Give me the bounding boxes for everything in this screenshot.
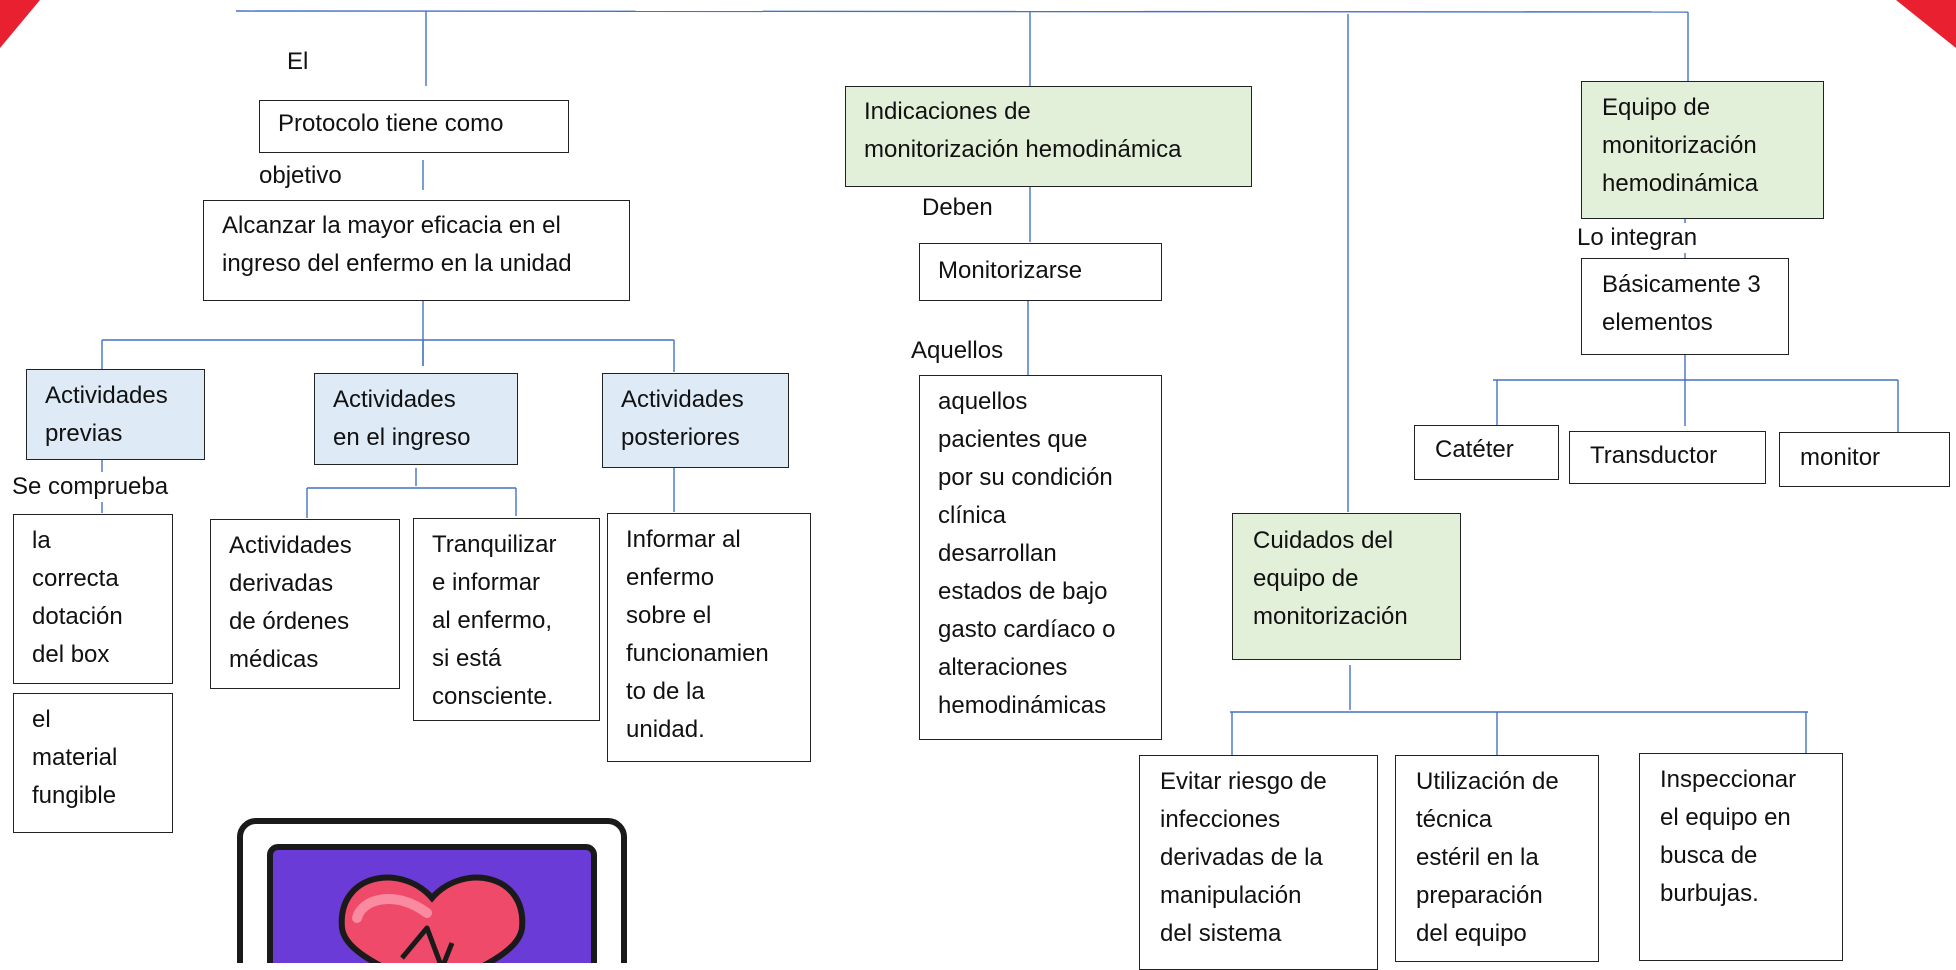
cuidados-title-box: Cuidados del equipo de monitorización [1232, 513, 1461, 660]
corner-decoration-right [1896, 0, 1956, 48]
activities-previas-box: Actividades previas [26, 369, 205, 460]
previas-item-box: el material fungible [13, 693, 173, 833]
monitorizarse-box: Monitorizarse [919, 243, 1162, 301]
elementos-box: Básicamente 3 elementos [1581, 258, 1789, 355]
protocol-title-box: Protocolo tiene como [259, 100, 569, 153]
activities-posteriores-box: Actividades posteriores [602, 373, 789, 468]
label-el: El [285, 47, 311, 77]
transductor-box: Transductor [1569, 431, 1766, 484]
label-aquellos: Aquellos [909, 336, 1006, 366]
cuidados-item-box: Evitar riesgo de infecciones derivadas d… [1139, 755, 1378, 970]
label-deben: Deben [920, 193, 995, 223]
posteriores-item-box: Informar al enfermo sobre el funcionamie… [607, 513, 811, 762]
cuidados-item-box: Inspeccionar el equipo en busca de burbu… [1639, 753, 1843, 961]
monitor-box: monitor [1779, 432, 1950, 487]
protocol-goal-box: Alcanzar la mayor eficacia en el ingreso… [203, 200, 630, 301]
pacientes-box: aquellos pacientes que por su condición … [919, 375, 1162, 740]
equipo-title-box: Equipo de monitorización hemodinámica [1581, 81, 1824, 219]
previas-item-box: la correcta dotación del box [13, 514, 173, 684]
cateter-box: Catéter [1414, 425, 1559, 480]
label-se-comprueba: Se comprueba [10, 472, 171, 502]
indicaciones-title-box: Indicaciones de monitorización hemodinám… [845, 86, 1252, 187]
corner-decoration-left [0, 0, 40, 48]
label-lo-integran: Lo integran [1575, 223, 1700, 253]
label-objetivo: objetivo [257, 161, 344, 191]
heart-monitor-icon [237, 818, 627, 970]
ingreso-item-box: Tranquilizar e informar al enfermo, si e… [413, 518, 600, 721]
activities-ingreso-box: Actividades en el ingreso [314, 373, 518, 465]
ingreso-item-box: Actividades derivadas de órdenes médicas [210, 519, 400, 689]
cuidados-item-box: Utilización de técnica estéril en la pre… [1395, 755, 1599, 962]
